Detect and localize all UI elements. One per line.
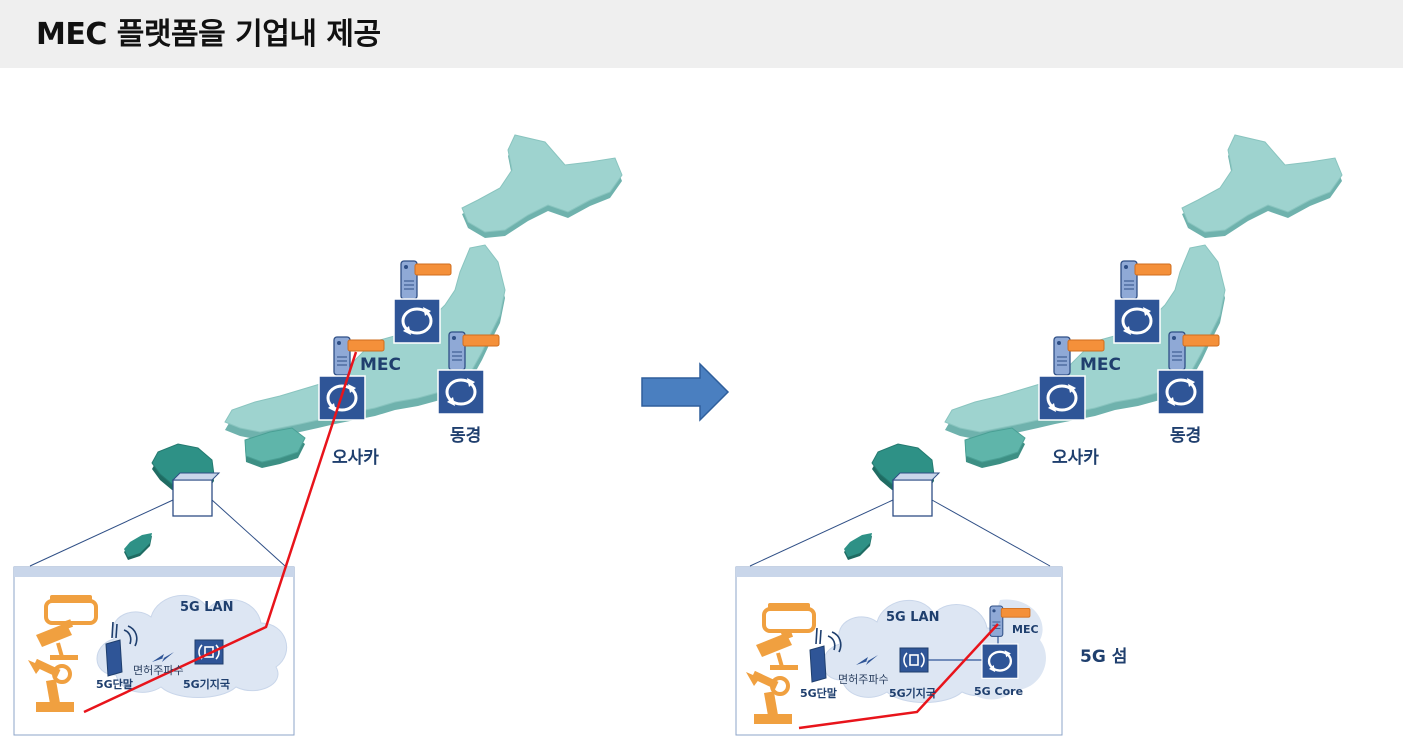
right-mec-label: MEC bbox=[1080, 355, 1122, 375]
left-site-box bbox=[172, 479, 213, 517]
left-server-north bbox=[400, 260, 452, 300]
left-base-station bbox=[194, 639, 224, 665]
right-base-station-label: 5G기지국 bbox=[889, 687, 937, 700]
right-lan-label: 5G LAN bbox=[886, 610, 940, 625]
left-freq-label: 면허주파수 bbox=[133, 664, 184, 677]
right-red-link bbox=[798, 623, 999, 730]
left-red-link bbox=[83, 351, 358, 714]
header-bar: MEC 플랫폼을 기업내 제공 bbox=[0, 0, 1403, 68]
right-router-tokyo bbox=[1156, 368, 1206, 416]
left-zoom-line-a bbox=[29, 499, 174, 567]
left-zoom-line-b bbox=[211, 499, 286, 567]
left-router-north bbox=[392, 297, 442, 345]
right-zoom-line-a bbox=[749, 499, 894, 567]
right-osaka-label: 오사카 bbox=[1052, 448, 1099, 468]
right-server-north bbox=[1120, 260, 1172, 300]
left-mec-label: MEC bbox=[360, 355, 402, 375]
right-base-station bbox=[899, 647, 929, 673]
right-local-mec-label: MEC bbox=[1012, 623, 1039, 636]
left-osaka-label: 오사카 bbox=[332, 448, 379, 468]
left-tokyo-label: 동경 bbox=[450, 426, 482, 446]
left-terminal-label: 5G단말 bbox=[96, 678, 133, 691]
right-site-box bbox=[892, 479, 933, 517]
page-title: MEC 플랫폼을 기업내 제공 bbox=[36, 17, 381, 52]
transition-arrow bbox=[641, 362, 730, 422]
left-lan-label: 5G LAN bbox=[180, 600, 234, 615]
right-router-north bbox=[1112, 297, 1162, 345]
right-island-label: 5G 섬 bbox=[1080, 647, 1128, 667]
right-terminal-label: 5G단말 bbox=[800, 687, 837, 700]
right-5g-core-router bbox=[980, 642, 1020, 680]
left-base-station-label: 5G기지국 bbox=[183, 678, 231, 691]
right-freq-label: 면허주파수 bbox=[838, 673, 889, 686]
right-tokyo-label: 동경 bbox=[1170, 426, 1202, 446]
left-router-tokyo bbox=[436, 368, 486, 416]
right-zoom-line-b bbox=[931, 499, 1051, 567]
right-router-osaka bbox=[1037, 374, 1087, 422]
right-core-label: 5G Core bbox=[974, 685, 1024, 698]
